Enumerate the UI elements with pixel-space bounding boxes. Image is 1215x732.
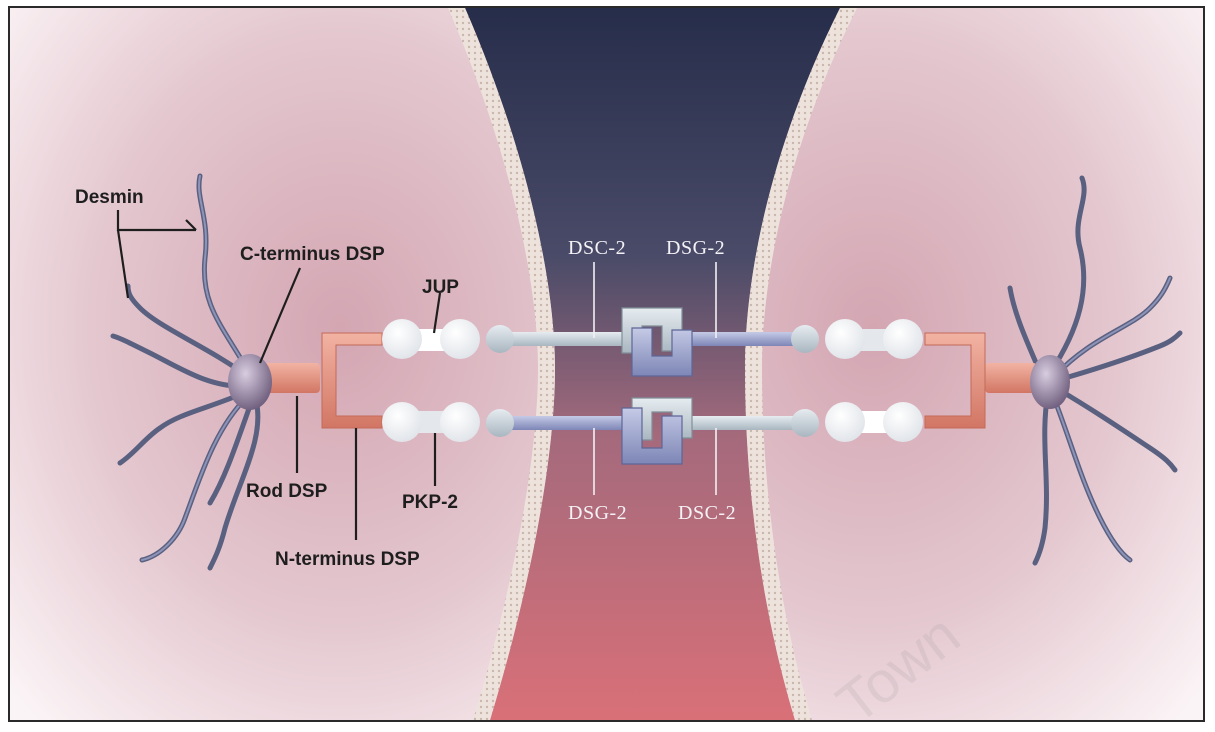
label-dsc2-top: DSC-2 [568, 237, 626, 259]
figure-frame: Desmin C-terminus DSP JUP Rod DSP PKP-2 … [8, 6, 1205, 722]
label-dsg2-top: DSG-2 [666, 237, 725, 259]
label-jup: JUP [422, 277, 459, 298]
rod-dsp-right [985, 363, 1037, 393]
plaque-node-left [228, 354, 272, 410]
label-c-terminus-dsp: C-terminus DSP [240, 244, 385, 265]
label-dsg2-bottom: DSG-2 [568, 502, 627, 524]
label-rod-dsp: Rod DSP [246, 481, 328, 502]
label-desmin: Desmin [75, 187, 144, 208]
label-n-terminus-dsp: N-terminus DSP [275, 549, 420, 570]
label-pkp2: PKP-2 [402, 492, 458, 513]
desmosome-diagram: Desmin C-terminus DSP JUP Rod DSP PKP-2 … [10, 8, 1203, 720]
label-dsc2-bottom: DSC-2 [678, 502, 736, 524]
plaque-node-right [1030, 355, 1070, 409]
